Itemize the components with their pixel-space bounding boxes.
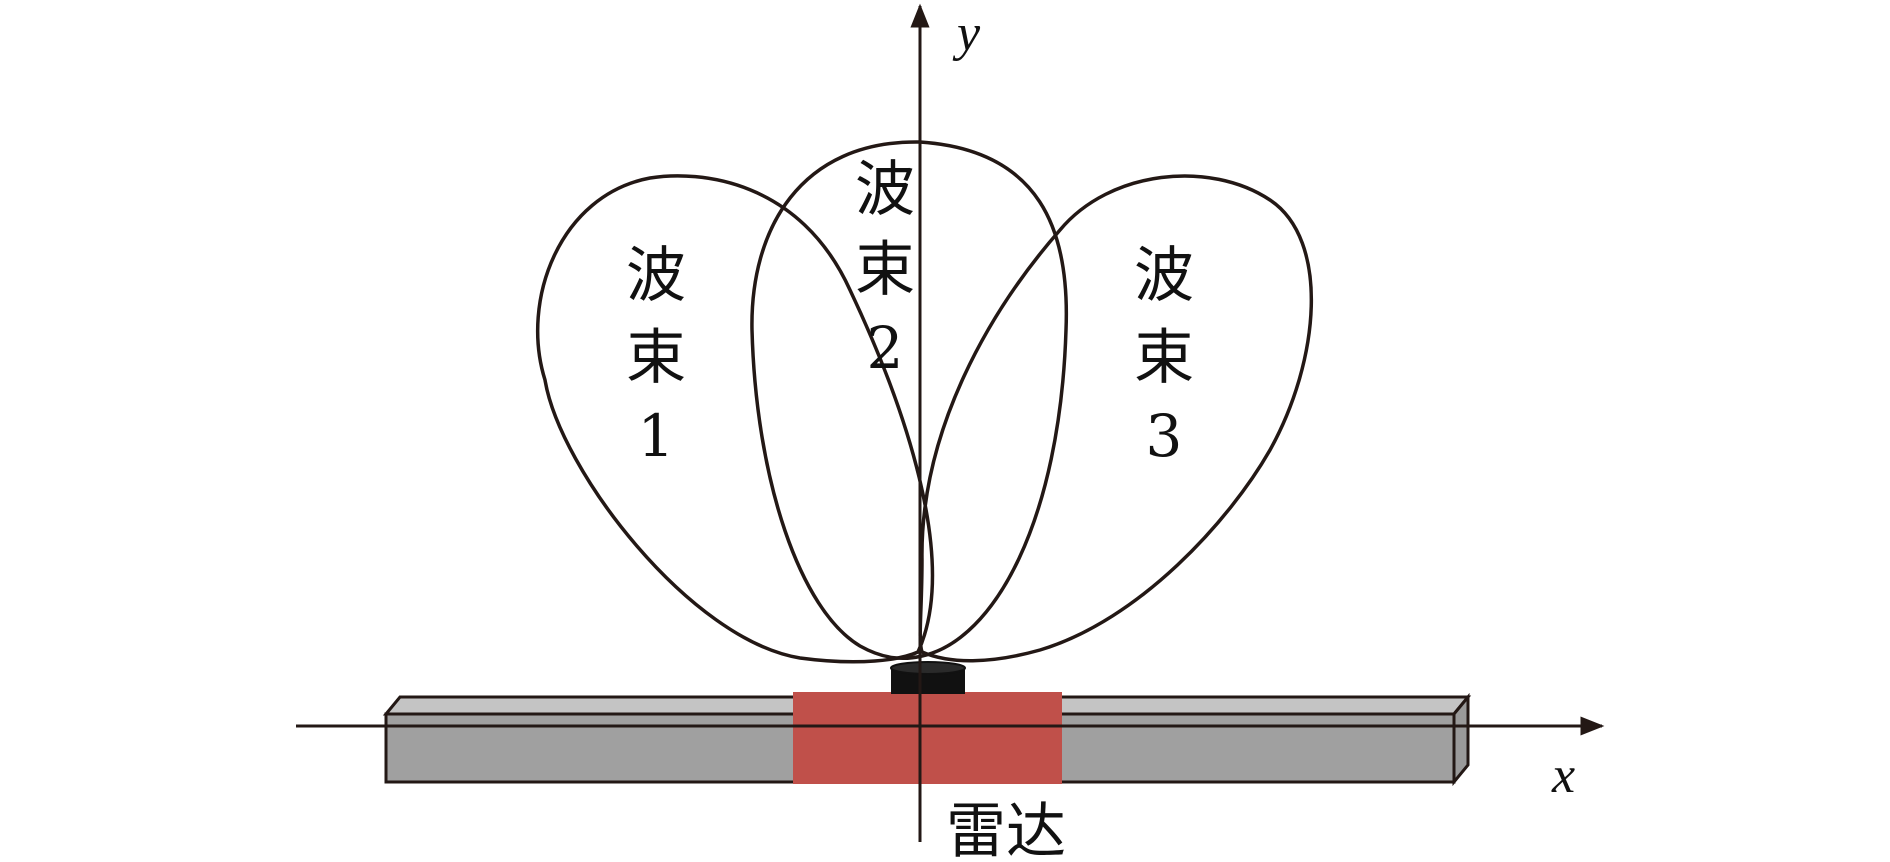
beam-1-label: 波 束 1	[626, 241, 686, 470]
radar-antenna	[890, 661, 966, 694]
beam-3-outline	[918, 174, 1313, 663]
beam-3-label-line1: 波	[1134, 241, 1194, 311]
beam-3-label-line2: 束	[1134, 323, 1194, 393]
beam-2-label-line1: 波	[855, 155, 915, 225]
radar-body	[793, 692, 1062, 784]
beam-2-label-line2: 束	[855, 235, 915, 305]
beam-3-label: 波 束 3	[1134, 241, 1194, 470]
x-axis-label: x	[1551, 747, 1575, 804]
y-axis-label: y	[952, 5, 981, 62]
beam-2-outline	[750, 140, 1069, 661]
beam-1-outline	[536, 174, 935, 664]
beam-2-label-line3: 2	[867, 314, 904, 382]
radar-label: 雷达	[946, 797, 1066, 862]
beam-3-label-line3: 3	[1146, 402, 1183, 470]
beam-1-label-line2: 束	[626, 323, 686, 393]
beam-1-label-line3: 1	[638, 402, 675, 470]
beam-2-label: 波 束 2	[855, 155, 915, 382]
beam-1-label-line1: 波	[626, 241, 686, 311]
base-bar-side-face	[1452, 692, 1470, 787]
